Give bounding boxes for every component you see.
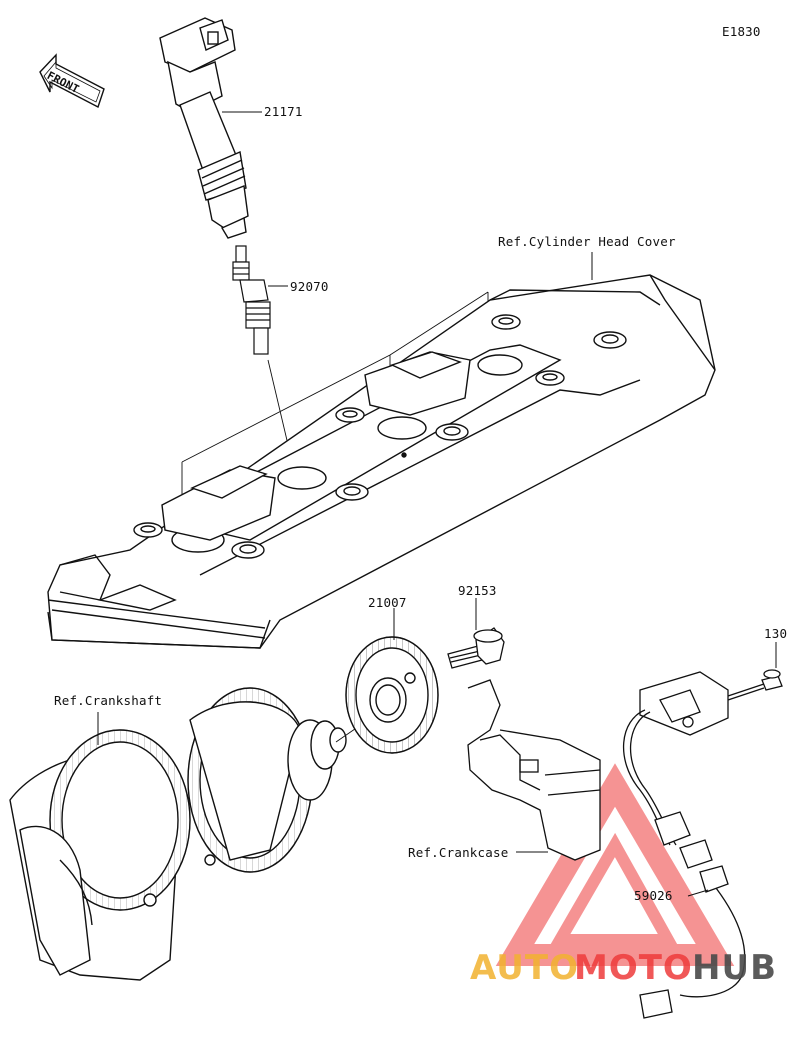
label-130: 130 <box>764 626 788 641</box>
cylinder-head-cover <box>47 274 716 649</box>
label-21171: 21171 <box>264 104 303 119</box>
timing-rotor <box>345 636 439 754</box>
diagram-code: E1830 <box>722 24 761 39</box>
label-cylinder-head-cover: Ref.Cylinder Head Cover <box>498 234 676 249</box>
crankcase-bracket <box>467 679 601 861</box>
spark-plug <box>232 245 271 355</box>
watermark-hub: HUB <box>692 948 777 988</box>
ignition-coil <box>159 17 249 239</box>
watermark-auto: AUTO <box>470 948 579 988</box>
watermark-triangle <box>495 763 735 966</box>
label-92153: 92153 <box>458 583 497 598</box>
front-arrow-icon <box>39 53 105 108</box>
label-crankcase: Ref.Crankcase <box>408 845 509 860</box>
crankshaft <box>9 687 347 981</box>
label-21007: 21007 <box>368 595 407 610</box>
rotor-bolt <box>447 627 505 669</box>
watermark-logo: AUTO MOTO HUB <box>470 948 795 992</box>
label-59026: 59026 <box>634 888 673 903</box>
label-92070: 92070 <box>290 279 329 294</box>
crank-sensor <box>622 671 746 1019</box>
watermark-moto: MOTO <box>574 948 693 988</box>
label-crankshaft: Ref.Crankshaft <box>54 693 163 708</box>
mount-screw <box>727 669 783 701</box>
